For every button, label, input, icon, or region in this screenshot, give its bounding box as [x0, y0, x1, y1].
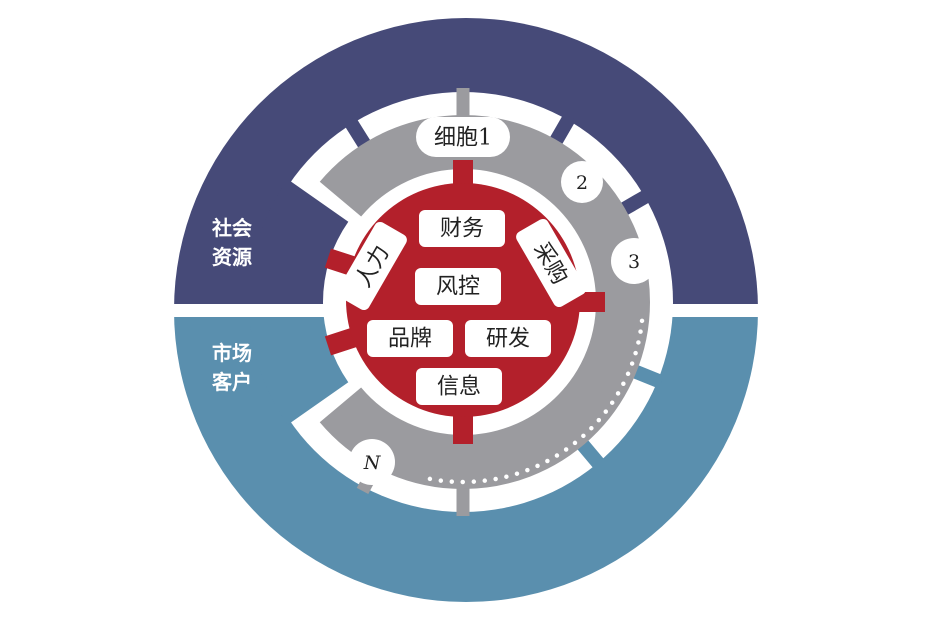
core-risk: 风控 — [415, 268, 501, 305]
side-label-line: 客户 — [211, 370, 252, 394]
cell-n-badge: N — [349, 439, 395, 485]
side-label-bottom: 市场 客户 — [211, 341, 252, 394]
core-risk-label: 风控 — [436, 275, 480, 300]
ring-gap — [632, 365, 665, 389]
core-info: 信息 — [416, 368, 502, 405]
cell-3-label: 3 — [628, 251, 640, 273]
core-info-label: 信息 — [437, 375, 481, 400]
side-label-line: 资源 — [212, 245, 252, 269]
cell-3-badge: 3 — [611, 238, 657, 284]
left-sector-top — [248, 179, 349, 310]
core-brand-label: 品牌 — [388, 327, 432, 352]
cell-2-label: 2 — [576, 172, 588, 194]
cell-n-label: N — [363, 452, 382, 474]
side-label-line: 市场 — [212, 341, 252, 365]
cell-2-badge: 2 — [561, 161, 603, 203]
core-finance: 财务 — [419, 210, 505, 247]
core-finance-label: 财务 — [440, 217, 484, 242]
ring-gap — [577, 439, 606, 471]
ring-gap — [549, 113, 577, 145]
core-rd-label: 研发 — [486, 327, 530, 352]
left-sector-bottom — [249, 310, 349, 425]
ring-gap — [343, 116, 371, 148]
core-rd: 研发 — [465, 320, 551, 357]
side-label-top: 社会 资源 — [211, 216, 252, 269]
cell-1-label: 细胞1 — [434, 126, 492, 151]
side-label-line: 社会 — [211, 216, 252, 240]
core-brand: 品牌 — [367, 320, 453, 357]
dotted-continuation — [417, 318, 645, 485]
ring-gap — [620, 188, 652, 216]
cell-1-badge: 细胞1 — [416, 117, 510, 157]
